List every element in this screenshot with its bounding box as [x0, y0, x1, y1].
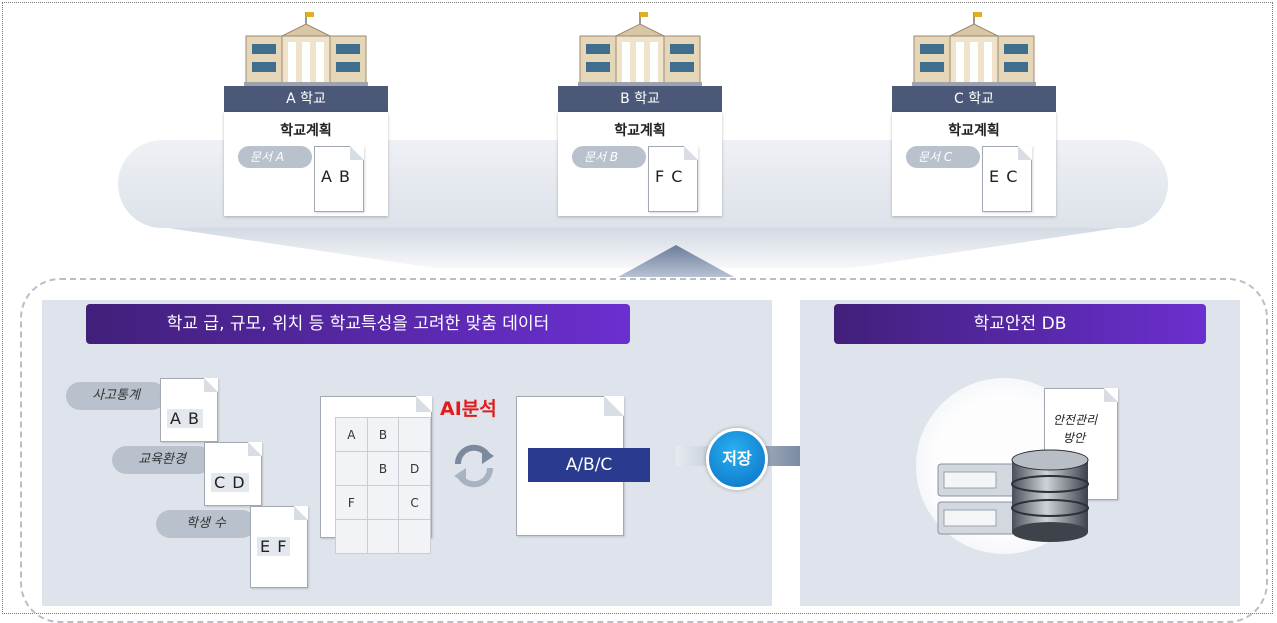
input-doc-edu-env: C D: [204, 442, 262, 506]
document-label: 문서 A: [238, 146, 312, 168]
school-name-2: C 학교: [892, 86, 1056, 112]
grid-cell: [335, 451, 368, 486]
grid-cell: B: [366, 417, 400, 452]
school-name-0: A 학교: [224, 86, 388, 112]
grid-cell: [366, 485, 400, 520]
school-plan-card: 학교계획 문서 C E C: [892, 112, 1056, 216]
safety-db-title: 학교안전 DB: [834, 304, 1206, 344]
grid-cell: [398, 519, 431, 554]
school-plan-title: 학교계획: [948, 123, 1000, 139]
save-badge: 저장: [706, 428, 768, 490]
school-document: A B: [314, 146, 364, 212]
document-label: 문서 C: [906, 146, 980, 168]
school-building-icon: [578, 12, 702, 86]
school-name-1: B 학교: [558, 86, 722, 112]
grid-cell: [366, 519, 400, 554]
input-label-students: 학생 수: [156, 510, 256, 538]
grid-cell: C: [398, 485, 431, 520]
custom-data-title: 학교 급, 규모, 위치 등 학교특성을 고려한 맞춤 데이터: [86, 304, 630, 344]
school-building-icon: [244, 12, 368, 86]
school-plan-card: 학교계획 문서 A A B: [224, 112, 388, 216]
school-document: F C: [648, 146, 698, 212]
refresh-cycle-icon: [454, 444, 494, 488]
diagram-frame: [2, 2, 1273, 614]
grid-cell: [398, 417, 431, 452]
grid-cell: A: [335, 417, 368, 452]
school-plan-title: 학교계획: [614, 123, 666, 139]
grid-cell: D: [398, 451, 431, 486]
grid-cell: F: [335, 485, 368, 520]
school-plan-card: 학교계획 문서 B F C: [558, 112, 722, 216]
analysis-result-label: A/B/C: [528, 448, 650, 482]
school-building-icon: [912, 12, 1036, 86]
input-doc-students: E F: [250, 506, 308, 588]
school-plan-title: 학교계획: [280, 123, 332, 139]
ai-analysis-label: AI분석: [440, 398, 497, 420]
input-label-accident-stats: 사고통계: [66, 382, 166, 410]
grid-cell: [335, 519, 368, 554]
document-label: 문서 B: [572, 146, 646, 168]
input-doc-accident-stats: A B: [160, 378, 218, 442]
database-cylinder-icon: [1011, 449, 1089, 542]
grid-cell: B: [366, 451, 400, 486]
school-document: E C: [982, 146, 1032, 212]
input-label-edu-env: 교육환경: [112, 446, 212, 474]
